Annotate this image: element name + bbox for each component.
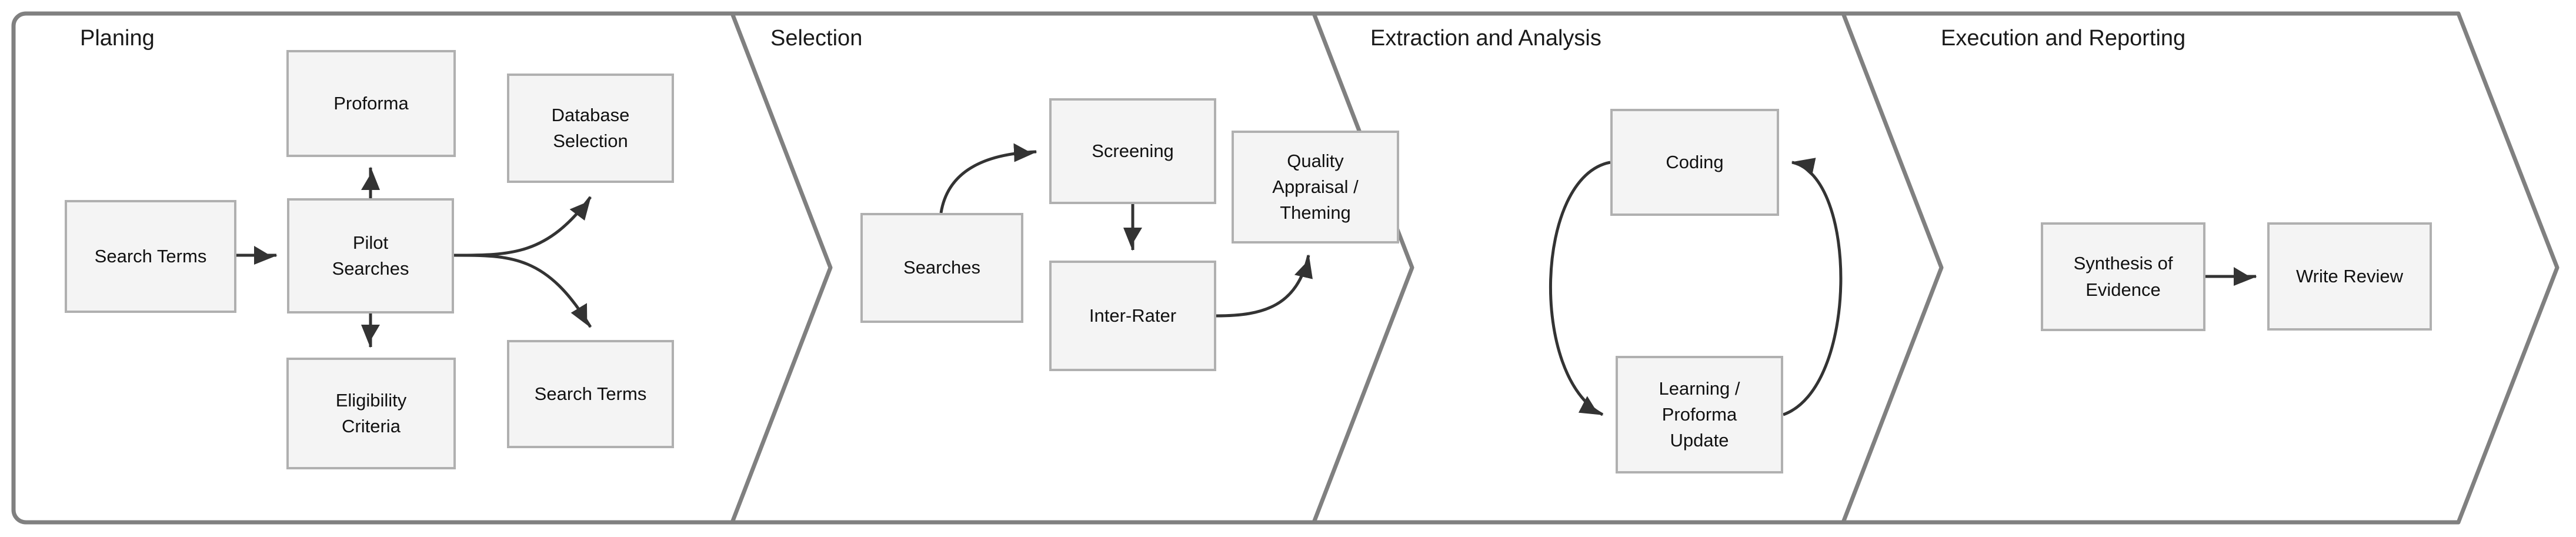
phase-label-selection: Selection: [770, 26, 863, 51]
phase-label-extraction-and-analysis: Extraction and Analysis: [1370, 26, 1601, 51]
phase-divider-1: [730, 11, 833, 525]
node-screening[interactable]: Screening: [1049, 98, 1216, 204]
node-proforma[interactable]: Proforma: [286, 50, 456, 157]
phase-divider-3: [1841, 11, 1944, 525]
node-eligibility-criteria[interactable]: Eligibility Criteria: [286, 358, 456, 469]
node-searches[interactable]: Searches: [860, 213, 1023, 323]
phase-divider-2: [1312, 11, 1414, 525]
node-inter-rater[interactable]: Inter-Rater: [1049, 261, 1216, 371]
phase-label-planing: Planing: [80, 26, 155, 51]
node-search-terms-1[interactable]: Search Terms: [65, 200, 236, 313]
node-synthesis-of-evidence[interactable]: Synthesis of Evidence: [2041, 222, 2205, 331]
node-quality-appraisal-theming[interactable]: Quality Appraisal / Theming: [1232, 131, 1399, 244]
outer-container-outline: [11, 11, 2560, 525]
phase-label-execution-and-reporting: Execution and Reporting: [1941, 26, 2186, 51]
node-database-selection[interactable]: Database Selection: [507, 74, 674, 183]
node-search-terms-2[interactable]: Search Terms: [507, 340, 674, 448]
node-pilot-searches[interactable]: Pilot Searches: [287, 198, 454, 313]
node-coding[interactable]: Coding: [1610, 109, 1779, 216]
node-write-review[interactable]: Write Review: [2267, 222, 2432, 331]
node-learning-proforma-update[interactable]: Learning / Proforma Update: [1616, 356, 1783, 473]
